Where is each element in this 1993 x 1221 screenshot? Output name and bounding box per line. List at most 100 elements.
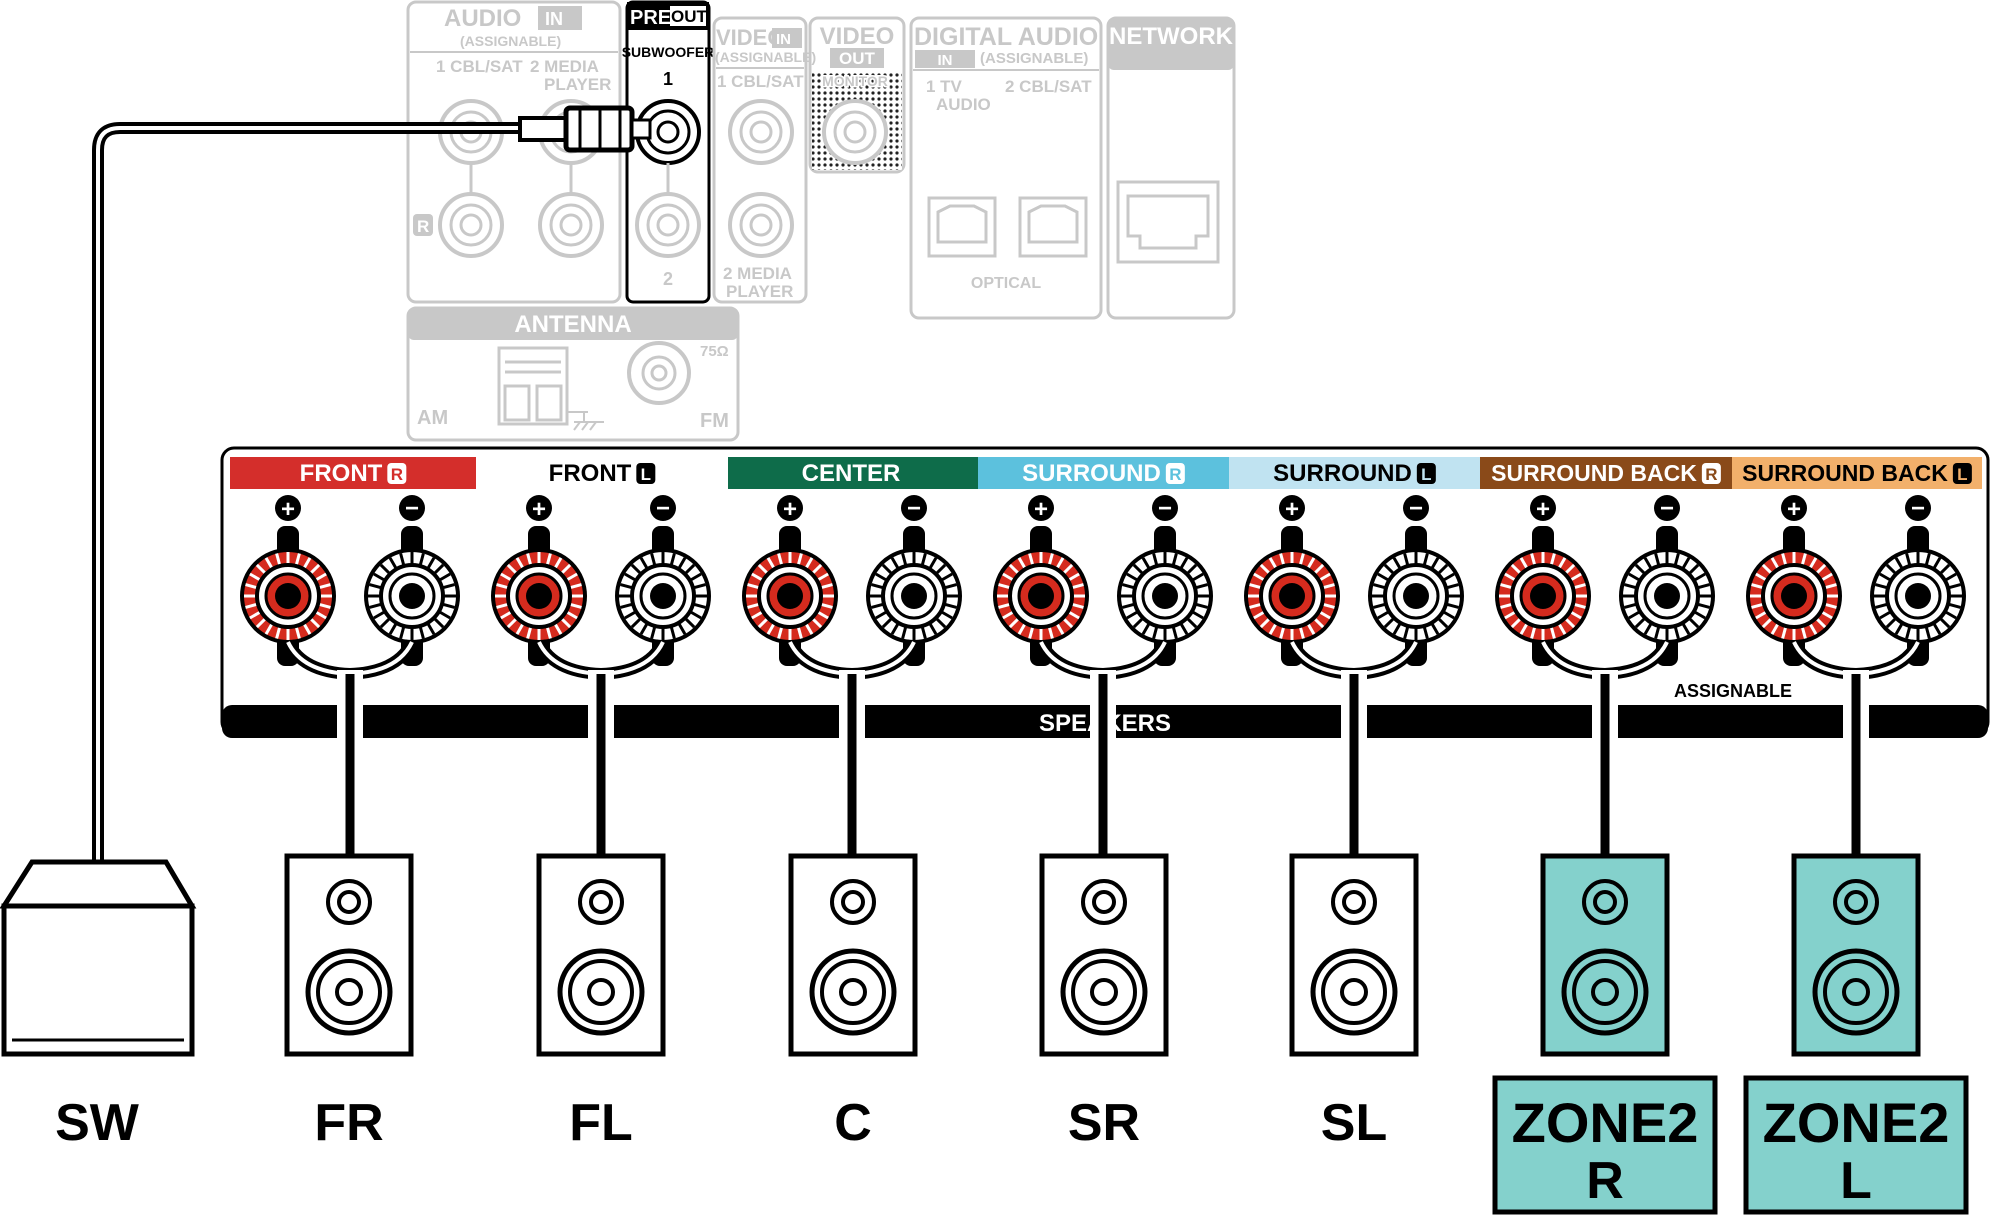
channel-badge: L xyxy=(641,465,651,484)
terminal-pair-1: +− xyxy=(491,495,711,681)
pre-out-title-b: OUT xyxy=(671,7,708,26)
channel-label: CENTER xyxy=(802,460,901,487)
video-in-jack2-label: 2 MEDIA xyxy=(723,264,792,283)
channel-badge: L xyxy=(1957,465,1967,484)
audio-in-jack2-label: 2 MEDIA xyxy=(530,57,599,76)
speaker-label: SL xyxy=(1321,1094,1387,1152)
terminal-pair-6: +− xyxy=(1746,495,1966,681)
network-block: NETWORK xyxy=(1106,16,1236,320)
audio-in-badge-box xyxy=(538,6,582,30)
terminal-pair-3: +− xyxy=(993,495,1213,681)
minus-symbol: − xyxy=(1158,495,1172,522)
channel-label: SURROUND BACK xyxy=(1491,460,1697,486)
zone2-label-line1: ZONE2 xyxy=(1763,1091,1950,1154)
speaker-label: C xyxy=(834,1094,872,1152)
video-out-badge: OUT xyxy=(839,49,876,68)
negative-terminal xyxy=(615,526,711,666)
audio-in-title: AUDIO xyxy=(444,5,521,32)
negative-terminal xyxy=(364,526,460,666)
terminal-pair-0: +− xyxy=(240,495,460,681)
video-out-sub: MONITOR xyxy=(822,73,888,89)
plus-symbol: + xyxy=(1787,496,1801,523)
audio-in-sub: (ASSIGNABLE) xyxy=(460,33,561,49)
video-out-block: VIDEO OUT MONITOR xyxy=(808,16,906,174)
audio-in-jack1-label: 1 CBL/SAT xyxy=(436,57,523,76)
minus-symbol: − xyxy=(405,495,419,522)
plus-symbol: + xyxy=(1034,496,1048,523)
digital-audio-badge: IN xyxy=(938,52,953,69)
assignable-label: ASSIGNABLE xyxy=(1674,681,1792,701)
zone2-label-line1: ZONE2 xyxy=(1512,1091,1699,1154)
input-panel: AUDIO IN (ASSIGNABLE) 1 CBL/SAT 2 MEDIA … xyxy=(406,0,1236,442)
subwoofer-label: SW xyxy=(55,1094,140,1152)
pre-out-title-a: PRE xyxy=(630,7,671,29)
pre-out-num1: 1 xyxy=(663,69,673,89)
antenna-fm: FM xyxy=(700,410,729,432)
pre-out-sub: SUBWOOFER xyxy=(622,44,715,60)
channel-label: SURROUND xyxy=(1022,460,1161,487)
video-in-badge: IN xyxy=(776,31,791,48)
channel-badge: L xyxy=(1421,465,1431,484)
minus-symbol: − xyxy=(1409,495,1423,522)
minus-symbol: − xyxy=(1911,495,1925,522)
speaker-label: FL xyxy=(569,1094,633,1152)
subwoofer-cable xyxy=(92,105,652,868)
plus-symbol: + xyxy=(1285,496,1299,523)
pre-out-num2: 2 xyxy=(663,269,673,289)
channel-badge: R xyxy=(1705,465,1717,484)
subwoofer-device: SW xyxy=(0,859,197,1152)
zone2-label-line2: R xyxy=(1586,1152,1624,1210)
plus-symbol: + xyxy=(281,496,295,523)
plus-symbol: + xyxy=(783,496,797,523)
speaker-2: C xyxy=(788,853,918,1152)
channel-label: SURROUND xyxy=(1273,460,1412,487)
antenna-title: ANTENNA xyxy=(514,311,631,338)
rca-plug xyxy=(518,116,568,142)
channel-header-3: SURROUND R xyxy=(978,457,1229,489)
channel-header-2: CENTER xyxy=(728,457,978,489)
positive-terminal xyxy=(1244,526,1340,666)
video-in-jack2-label2: PLAYER xyxy=(726,282,793,301)
antenna-am: AM xyxy=(417,407,448,429)
audio-in-r-mark: R xyxy=(417,217,429,236)
channel-badge: R xyxy=(1169,465,1181,484)
channel-header-5: SURROUND BACK R xyxy=(1480,457,1732,489)
speaker-0: FR xyxy=(284,853,414,1152)
antenna-block: ANTENNA 75Ω AM FM xyxy=(406,306,740,442)
digital-audio-optical-label: OPTICAL xyxy=(971,275,1041,292)
channel-badge: R xyxy=(391,465,403,484)
terminal-pair-5: +− xyxy=(1495,495,1715,681)
audio-in-jack2-label2: PLAYER xyxy=(544,75,611,94)
speaker-4: SL xyxy=(1289,853,1419,1152)
pre-out-subwoofer-block: PRE OUT SUBWOOFER 1 2 xyxy=(622,0,715,304)
speaker-label: FR xyxy=(314,1094,383,1152)
optical-jacks xyxy=(927,196,1088,258)
zone2-label-line2: L xyxy=(1840,1152,1872,1210)
minus-symbol: − xyxy=(907,495,921,522)
positive-terminal xyxy=(993,526,1089,666)
antenna-ohm: 75Ω xyxy=(700,343,729,360)
speaker-panel: SPEAKERS ASSIGNABLE FRONTRFRONTLCENTERSU… xyxy=(220,446,1990,738)
negative-terminal xyxy=(1368,526,1464,666)
video-in-jack1-label: 1 CBL/SAT xyxy=(717,72,804,91)
digital-audio-sub: (ASSIGNABLE) xyxy=(980,50,1088,67)
negative-terminal xyxy=(1619,526,1715,666)
audio-in-badge: IN xyxy=(545,9,563,29)
positive-terminal xyxy=(491,526,587,666)
network-title: NETWORK xyxy=(1109,23,1234,50)
plus-symbol: + xyxy=(532,496,546,523)
positive-terminal xyxy=(742,526,838,666)
digital-audio-jack1-label2: AUDIO xyxy=(936,95,991,114)
positive-terminal xyxy=(240,526,336,666)
plus-symbol: + xyxy=(1536,496,1550,523)
